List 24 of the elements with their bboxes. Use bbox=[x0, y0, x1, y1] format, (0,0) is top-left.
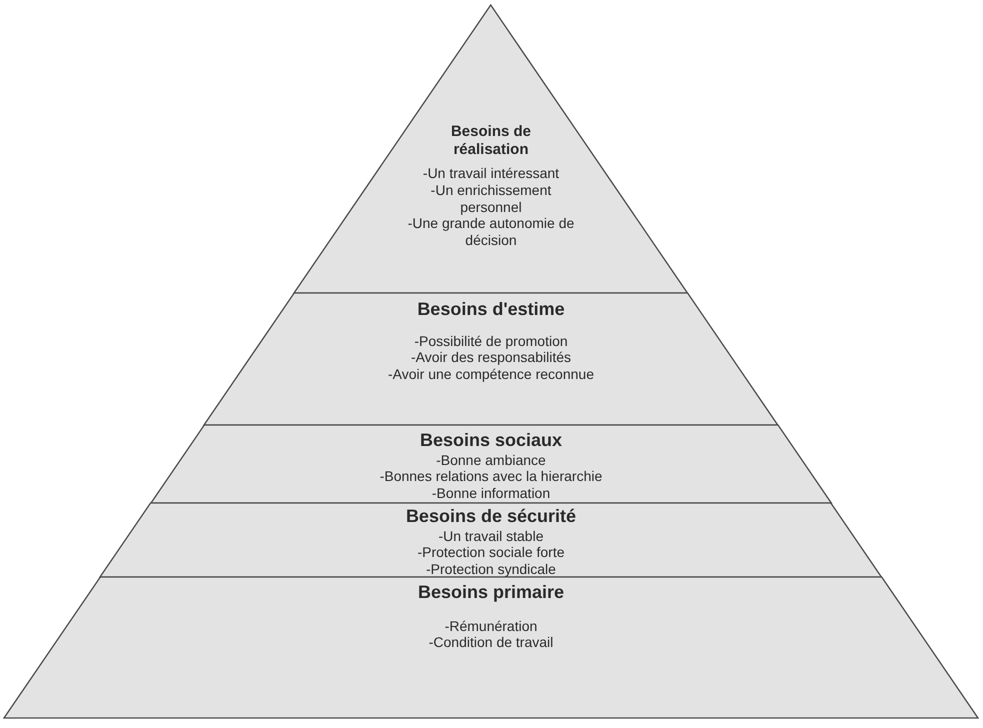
pyramid-level bbox=[204, 293, 778, 425]
pyramid-level bbox=[294, 5, 688, 293]
need-item: -Un travail stable bbox=[438, 528, 544, 544]
need-item: -Avoir des responsabilités bbox=[410, 349, 572, 366]
level-title: Besoins sociaux bbox=[420, 430, 562, 452]
need-item: -Un enrichissement personnel bbox=[430, 182, 552, 216]
level-title: Besoins d'estime bbox=[417, 299, 565, 321]
need-item: -Bonne information bbox=[432, 485, 550, 502]
need-item: -Bonne ambiance bbox=[436, 452, 546, 468]
need-item: -Protection syndicale bbox=[426, 561, 556, 578]
pyramid-level bbox=[150, 425, 832, 503]
pyramid-level bbox=[100, 503, 882, 577]
need-item: -Protection sociale forte bbox=[417, 544, 565, 562]
need-item: -Rémunération bbox=[444, 618, 538, 634]
level-title: Besoins de réalisation bbox=[450, 123, 532, 159]
pyramid-level bbox=[4, 577, 978, 718]
need-item: -Bonnes relations avec la hierarchie bbox=[380, 468, 602, 486]
need-item: -Condition de travail bbox=[428, 634, 554, 652]
need-item: -Une grande autonomie de décision bbox=[406, 215, 576, 249]
need-item: -Possibilité de promotion bbox=[414, 332, 568, 350]
level-title: Besoins de sécurité bbox=[406, 506, 576, 528]
need-item: -Avoir une compétence reconnue bbox=[388, 366, 594, 383]
need-item: -Un travail intéressant bbox=[422, 165, 560, 182]
level-title: Besoins primaire bbox=[418, 582, 564, 604]
